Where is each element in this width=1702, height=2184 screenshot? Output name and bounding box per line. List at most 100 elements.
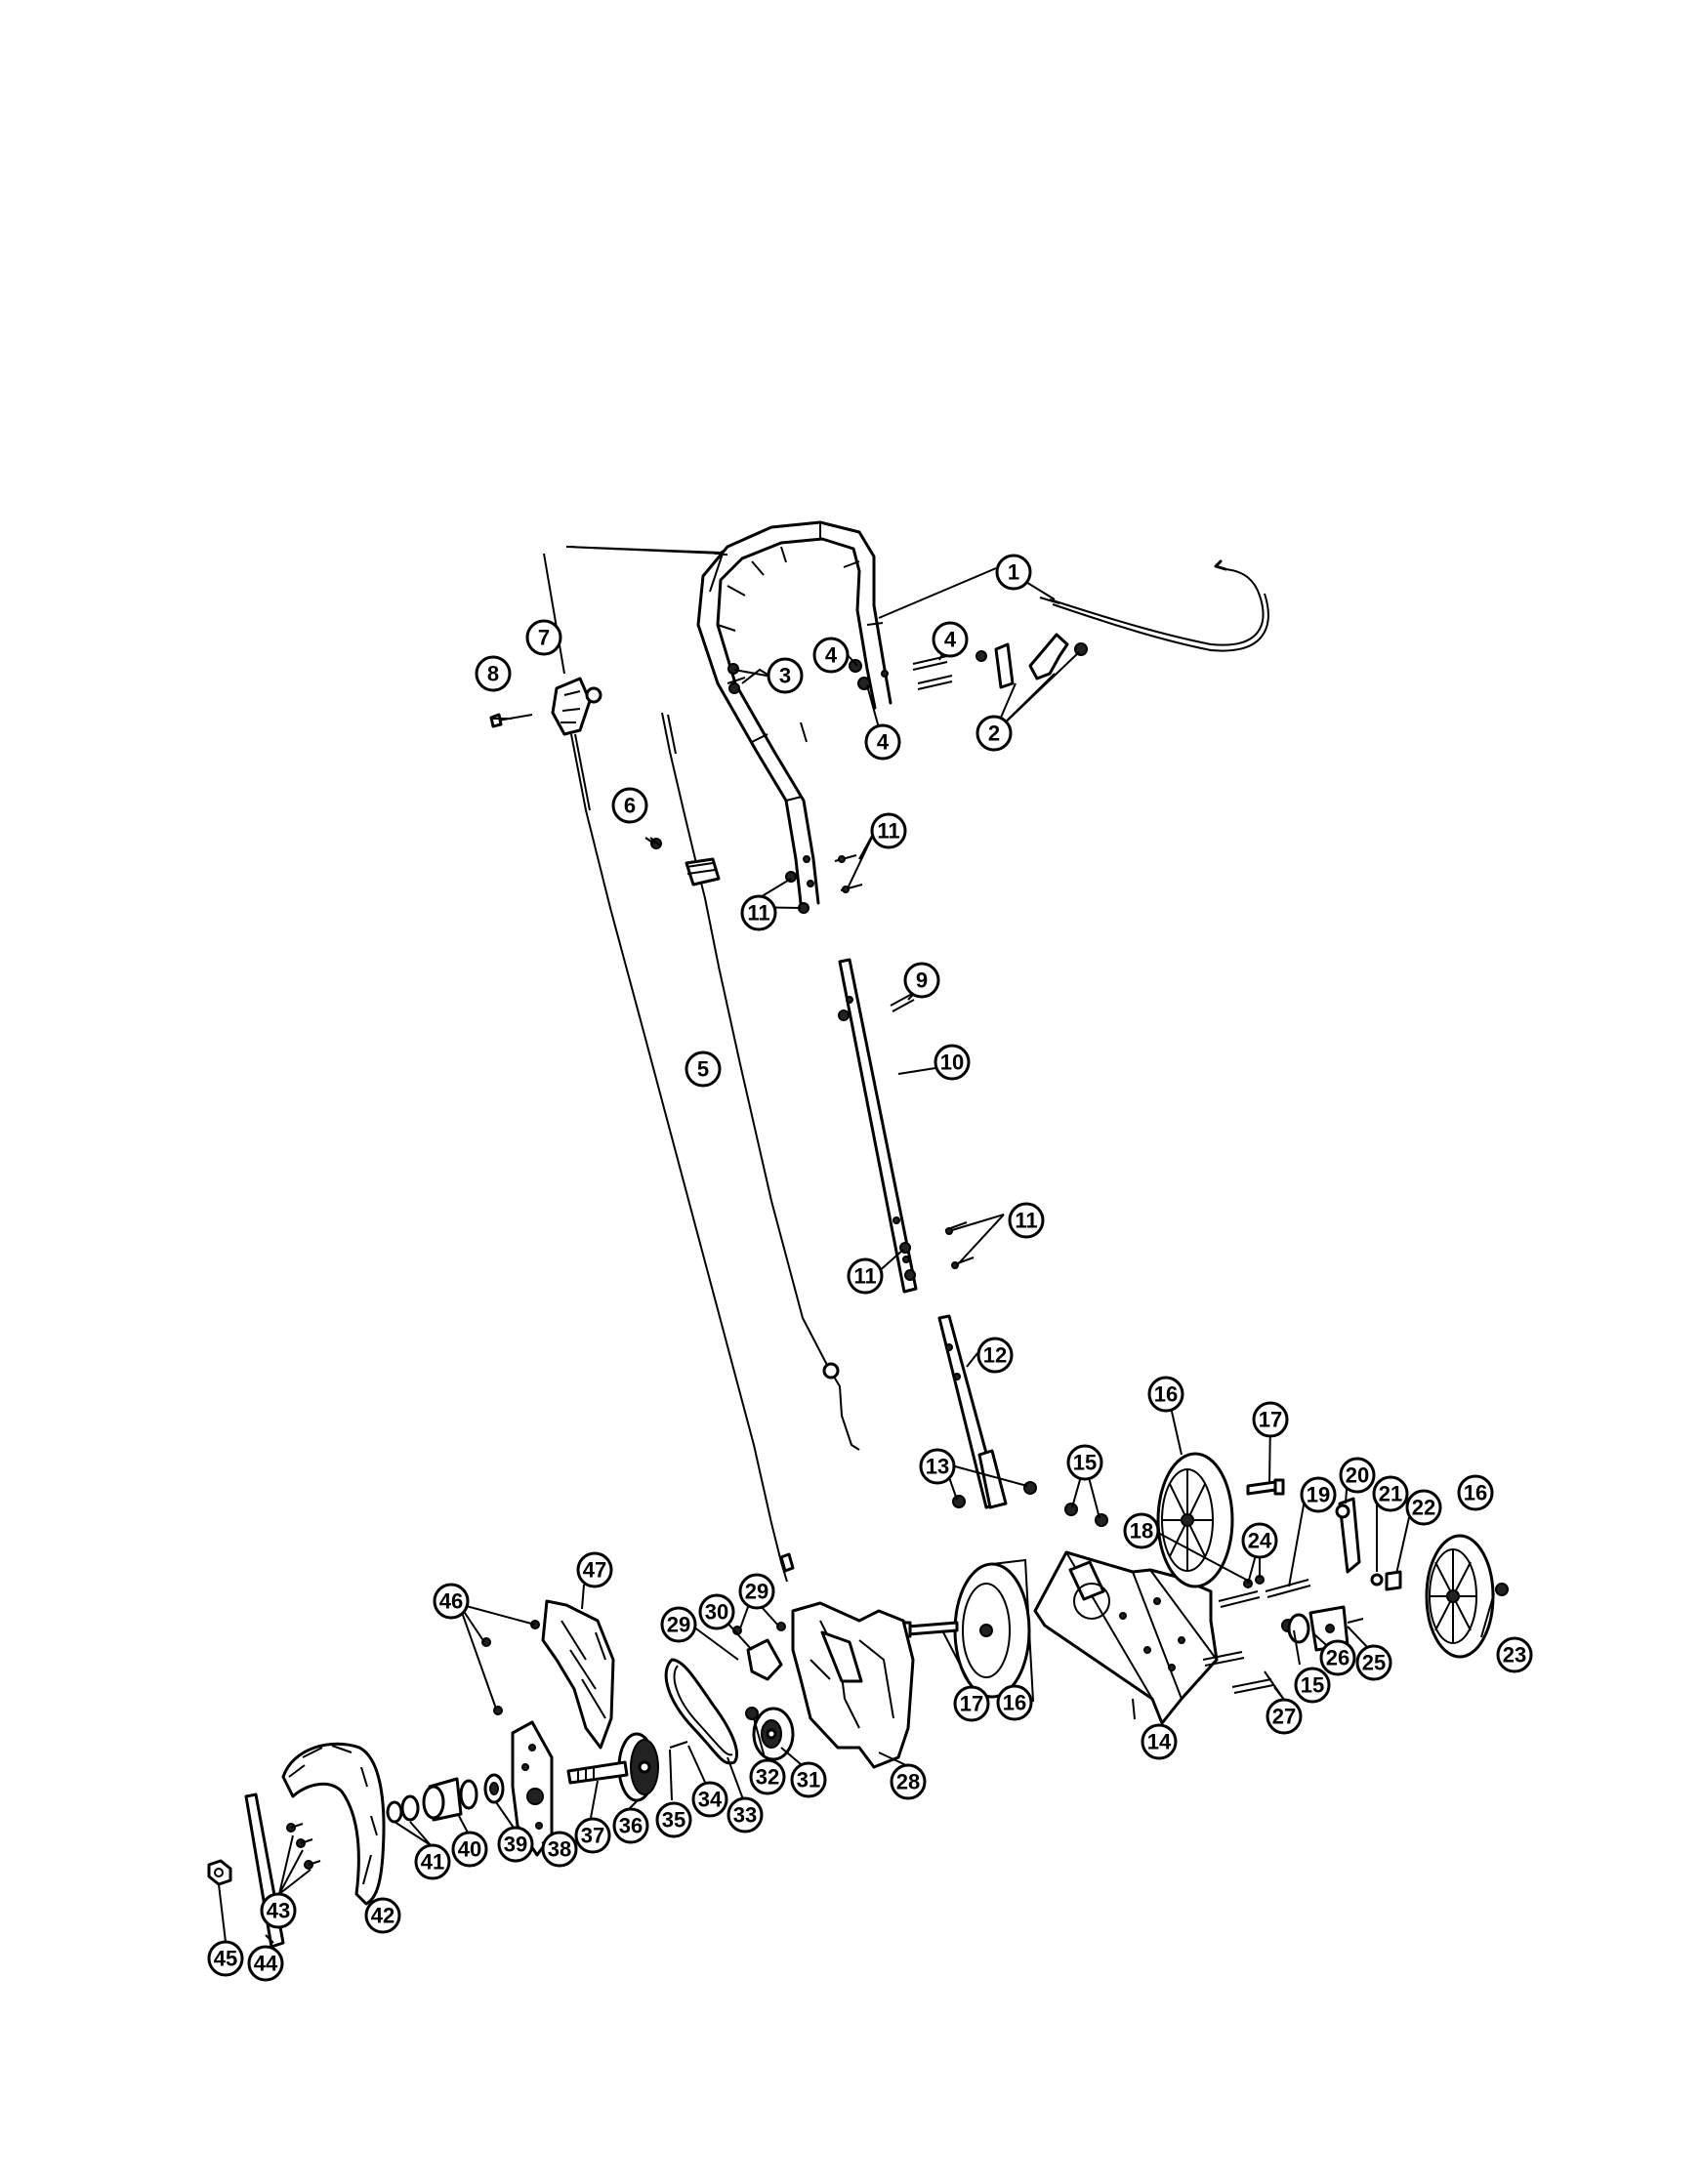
svg-text:23: 23 (1503, 1643, 1526, 1668)
svg-text:30: 30 (705, 1600, 728, 1625)
callout-45: 45 (207, 1940, 244, 1977)
svg-text:4: 4 (944, 628, 957, 652)
idler-bracket (669, 1622, 786, 1749)
callout-17a: 17 (1252, 1401, 1289, 1438)
callout-23: 23 (1496, 1636, 1533, 1673)
callout-39: 39 (497, 1826, 534, 1863)
svg-text:19: 19 (1307, 1483, 1330, 1507)
handle-mount-bracket (937, 1314, 1008, 1509)
callout-6: 6 (611, 787, 648, 824)
svg-text:37: 37 (581, 1824, 604, 1848)
svg-text:9: 9 (916, 968, 928, 993)
svg-text:36: 36 (619, 1814, 643, 1838)
bearings (386, 1773, 505, 1824)
lower-handle (838, 958, 918, 1294)
svg-text:18: 18 (1130, 1519, 1153, 1544)
svg-text:29: 29 (745, 1580, 768, 1604)
svg-text:38: 38 (548, 1837, 571, 1862)
svg-text:16: 16 (1464, 1481, 1487, 1505)
callout-5: 5 (685, 1051, 722, 1088)
callout-18: 18 (1123, 1512, 1160, 1549)
svg-text:44: 44 (254, 1952, 278, 1976)
svg-text:7: 7 (538, 626, 550, 650)
callout-11d: 11 (847, 1257, 884, 1295)
svg-text:13: 13 (926, 1455, 949, 1479)
blade-guard (281, 1742, 386, 1906)
callout-34: 34 (691, 1781, 728, 1818)
svg-text:20: 20 (1346, 1463, 1369, 1488)
svg-text:4: 4 (825, 643, 838, 668)
svg-text:8: 8 (487, 662, 499, 686)
svg-text:25: 25 (1362, 1651, 1386, 1675)
svg-text:29: 29 (667, 1613, 690, 1637)
svg-text:46: 46 (439, 1589, 463, 1614)
svg-text:2: 2 (988, 721, 1000, 746)
callout-33: 33 (726, 1796, 764, 1834)
svg-text:33: 33 (733, 1803, 757, 1828)
upper-handle (696, 520, 893, 905)
svg-text:39: 39 (504, 1833, 527, 1857)
callout-42: 42 (364, 1897, 401, 1934)
svg-text:1: 1 (1008, 560, 1019, 585)
svg-text:42: 42 (371, 1904, 394, 1928)
belt-cover (791, 1601, 915, 1769)
callout-20: 20 (1339, 1457, 1376, 1494)
callout-3: 3 (767, 657, 804, 694)
callout-29a: 29 (738, 1573, 775, 1610)
control-cable (1039, 559, 1269, 652)
svg-text:47: 47 (583, 1558, 606, 1583)
callout-30: 30 (698, 1593, 735, 1630)
svg-text:45: 45 (214, 1947, 237, 1971)
throttle-screw (489, 713, 533, 728)
svg-text:41: 41 (421, 1850, 444, 1875)
drive-belt (664, 1658, 739, 1765)
callout-11c: 11 (1008, 1202, 1045, 1239)
callout-4a: 4 (812, 637, 850, 674)
svg-text:21: 21 (1379, 1482, 1402, 1506)
callout-26: 26 (1319, 1639, 1356, 1676)
svg-text:22: 22 (1412, 1496, 1435, 1520)
svg-text:11: 11 (747, 901, 769, 926)
callout-12: 12 (976, 1337, 1014, 1374)
callout-28: 28 (890, 1763, 927, 1800)
callout-40: 40 (451, 1831, 488, 1868)
handle-clip (727, 663, 770, 694)
svg-text:27: 27 (1272, 1705, 1296, 1729)
callout-16c: 16 (996, 1684, 1033, 1721)
callout-37: 37 (574, 1817, 611, 1854)
svg-text:24: 24 (1248, 1529, 1272, 1553)
blade-nut (207, 1859, 232, 1886)
callout-22: 22 (1405, 1489, 1442, 1526)
callout-46: 46 (433, 1583, 470, 1620)
callout-9: 9 (903, 962, 940, 999)
callout-14: 14 (1141, 1723, 1178, 1760)
svg-text:4: 4 (877, 730, 890, 755)
callout-32: 32 (749, 1758, 786, 1795)
wheel-rear-left (1156, 1452, 1234, 1588)
svg-text:17: 17 (960, 1692, 983, 1716)
callout-15a: 15 (1066, 1444, 1103, 1481)
svg-text:15: 15 (1301, 1673, 1324, 1698)
wheel-front-left (953, 1558, 1035, 1703)
svg-text:3: 3 (779, 664, 791, 688)
svg-text:28: 28 (896, 1770, 920, 1794)
idler-pulley (752, 1707, 795, 1761)
svg-text:35: 35 (662, 1808, 685, 1833)
handle-bracket (976, 633, 1088, 689)
svg-text:32: 32 (756, 1765, 779, 1790)
spindle-pulley (617, 1732, 659, 1802)
svg-text:11: 11 (853, 1264, 876, 1289)
callout-31: 31 (790, 1761, 827, 1798)
callout-47: 47 (576, 1551, 613, 1588)
lower-handle-hardware (899, 1221, 975, 1281)
callout-11b: 11 (740, 894, 777, 931)
handle-bolts (849, 655, 953, 690)
svg-text:6: 6 (624, 794, 636, 818)
callout-16a: 16 (1147, 1376, 1184, 1413)
deflector-screws (481, 1620, 540, 1715)
callout-7: 7 (525, 619, 562, 656)
svg-text:10: 10 (940, 1051, 964, 1075)
callout-4c: 4 (864, 723, 901, 761)
callout-44: 44 (247, 1945, 284, 1982)
svg-text:26: 26 (1326, 1646, 1349, 1670)
